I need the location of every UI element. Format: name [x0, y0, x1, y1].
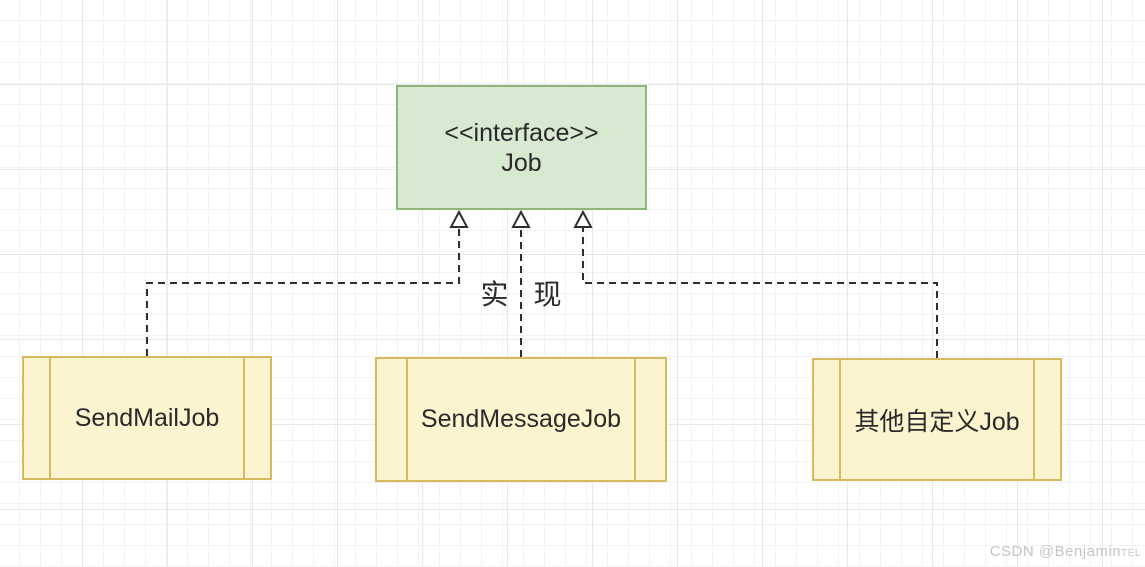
process-right-bar: [1033, 360, 1036, 479]
process-node-sendmessagejob: SendMessageJob: [375, 357, 667, 482]
realization-arrowhead-left: [449, 209, 469, 228]
process-right-bar: [243, 358, 246, 478]
watermark: CSDN @BenjaminTEL: [990, 543, 1141, 560]
interface-node-job: <<interface>> Job: [396, 85, 647, 210]
process-node-custom-job: 其他自定义Job: [812, 358, 1062, 481]
realization-arrowhead-middle: [511, 209, 531, 228]
process-node-sendmailjob: SendMailJob: [22, 356, 272, 480]
process-left-bar: [405, 359, 408, 480]
connector-customjob-to-job: [582, 227, 938, 358]
realization-label-char-2: 现: [533, 279, 562, 310]
process-right-bar: [634, 359, 637, 480]
process-node-label: SendMessageJob: [420, 405, 622, 433]
realization-edge-label: 实 现: [480, 273, 561, 313]
watermark-suffix: TEL: [1121, 548, 1141, 559]
process-left-bar: [48, 358, 51, 478]
interface-name: Job: [501, 148, 542, 177]
connector-sendmailjob-to-job: [146, 227, 460, 356]
realization-arrowhead-right: [573, 209, 593, 228]
watermark-text: CSDN @Benjamin: [989, 543, 1122, 560]
process-left-bar: [838, 360, 841, 479]
interface-stereotype: <<interface>>: [444, 118, 599, 147]
process-node-label: SendMailJob: [74, 403, 220, 432]
realization-label-char-1: 实: [480, 279, 509, 310]
process-node-label: 其他自定义Job: [854, 407, 1020, 436]
